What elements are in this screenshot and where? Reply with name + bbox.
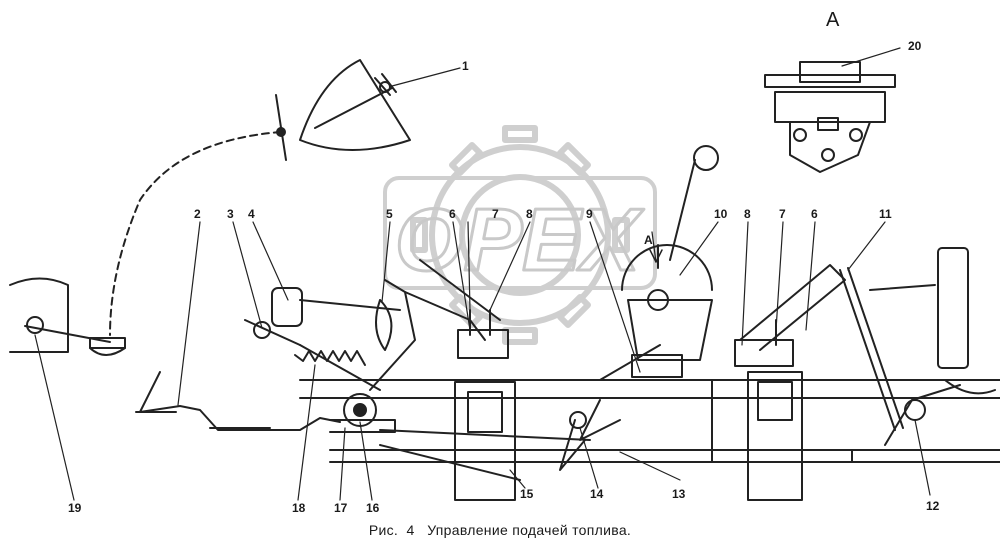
callout-6: 6 [449,207,456,221]
fuel-control-diagram: OPEX [9,9,1000,515]
callout-18: 18 [292,501,306,515]
callout-6-right: 6 [811,207,818,221]
chassis-frame [299,371,1000,501]
callout-16: 16 [366,501,380,515]
fuel-pump-lever-assembly [579,145,719,441]
callout-17: 17 [334,501,348,515]
leader-lines [34,47,931,501]
callout-13: 13 [672,487,686,501]
figure-caption: Рис. 4 Управление подачей топлива. [0,522,1000,538]
center-linkage [329,259,591,481]
callout-8-right: 8 [744,207,751,221]
pedal-console-upper [275,59,411,161]
callout-3: 3 [227,207,234,221]
watermark-frame [383,176,657,290]
callout-10: 10 [714,207,728,221]
lever-bracket-left [244,287,401,391]
view-a-marker: A [644,233,653,247]
callout-labels: 1 2 3 4 5 6 7 8 9 10 8 7 6 11 12 13 14 1… [68,9,940,515]
watermark-text: OPEX [395,190,645,289]
throttle-cable [109,131,282,336]
callout-4: 4 [248,207,255,221]
callout-1: 1 [462,59,469,73]
view-a-detail [764,61,896,173]
view-a-arrow [649,249,663,263]
callout-11: 11 [879,207,892,221]
caption-text: Управление подачей топлива. [427,522,632,538]
return-spring [294,350,366,366]
callout-19: 19 [68,501,82,515]
view-a-title: A [826,9,840,31]
callout-7-right: 7 [779,207,786,221]
callout-12: 12 [926,499,940,513]
callout-20: 20 [908,39,922,53]
callout-9: 9 [586,207,593,221]
callout-15: 15 [520,487,534,501]
right-linkage [734,247,996,446]
accelerator-pedal-assembly [9,277,126,356]
callout-5: 5 [386,207,393,221]
callout-2: 2 [194,207,201,221]
pedal-rod [135,371,341,431]
callout-8: 8 [526,207,533,221]
caption-number: 4 [406,522,415,538]
caption-prefix: Рис. [368,522,399,538]
callout-7: 7 [492,207,499,221]
callout-14: 14 [590,487,604,501]
watermark: OPEX [383,125,657,345]
